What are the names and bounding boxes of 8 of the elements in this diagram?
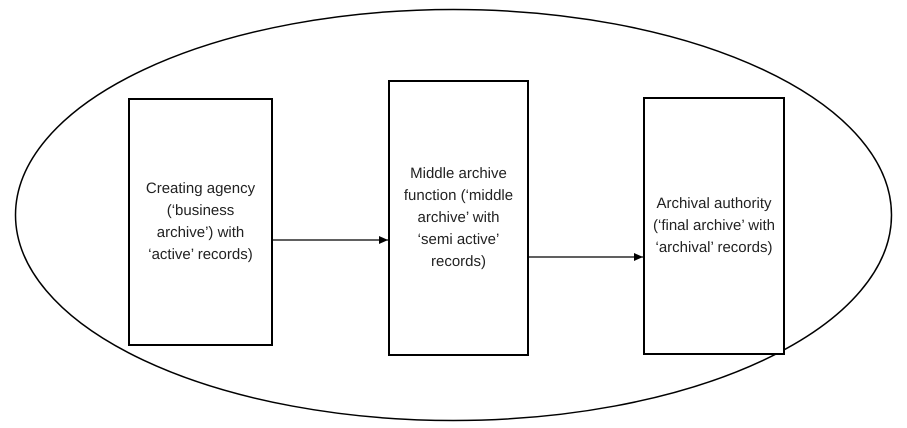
process-box [643, 97, 785, 355]
arrow [529, 253, 643, 261]
arrow [273, 236, 388, 244]
box-text: Archival authority (‘final archive’ with ‘archival’ records) [653, 194, 775, 258]
box-text: Middle archive function (‘middle archive’ with ‘semi active’ records) [402, 164, 514, 272]
process-box [128, 98, 273, 346]
box-text: Creating agency (‘business archive’) with ‘active’ records) [144, 179, 256, 265]
process-box [388, 80, 529, 356]
